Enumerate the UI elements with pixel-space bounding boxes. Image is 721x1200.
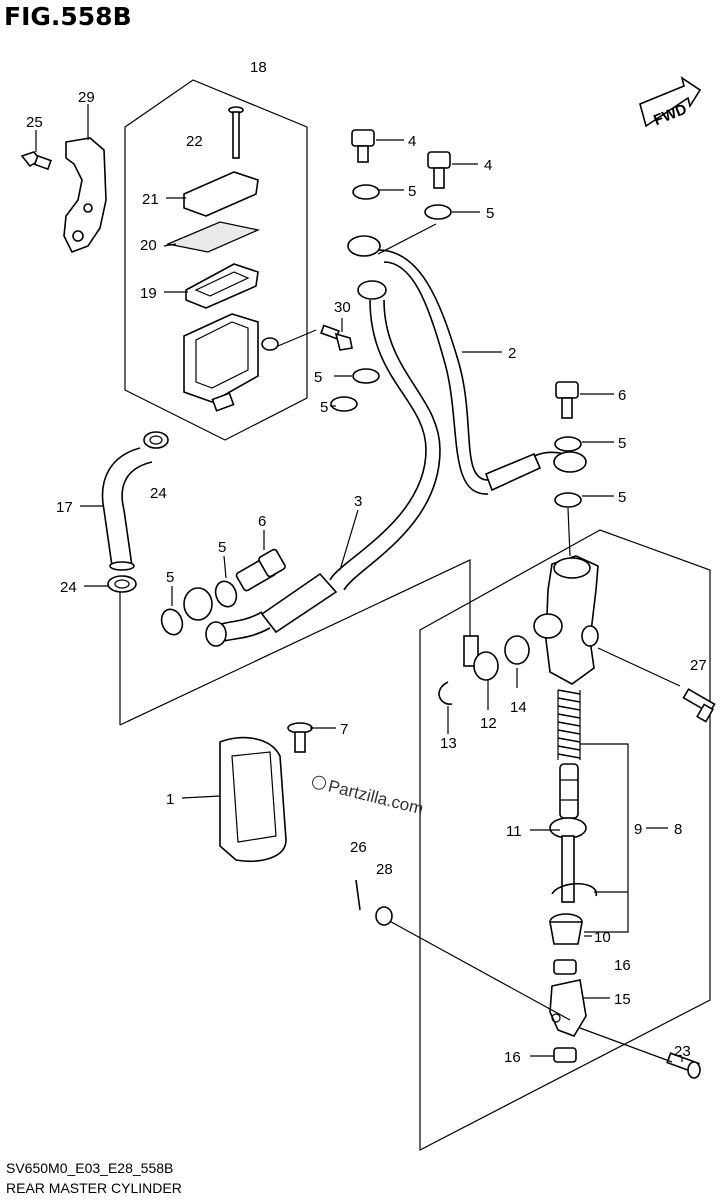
guide-line-1: [119, 559, 471, 726]
leader-lines: [35, 104, 683, 1062]
callout-1: 1: [166, 791, 174, 808]
callout-4b: 4: [484, 157, 492, 174]
washer-icon: [375, 906, 393, 926]
bolt-icon: [320, 324, 353, 351]
reservoir-body-icon: [183, 313, 279, 412]
callout-21: 21: [142, 191, 159, 208]
callout-10: 10: [594, 929, 611, 946]
callout-29: 29: [78, 89, 95, 106]
washer-icon: [214, 580, 238, 608]
reservoir-hose-icon: [101, 447, 153, 571]
callout-8: 8: [674, 821, 682, 838]
callout-25: 25: [26, 114, 43, 131]
screw-icon: [287, 722, 313, 753]
banjo-bolt-icon: [427, 151, 451, 189]
callout-14: 14: [510, 699, 527, 716]
callout-20: 20: [140, 237, 157, 254]
reservoir-cap-icon: [183, 171, 259, 217]
callout-5f: 5: [618, 489, 626, 506]
callout-5d: 5: [320, 399, 328, 416]
hose-clamp-icon: [107, 575, 137, 593]
fwd-arrow-icon: FWD: [639, 76, 702, 129]
callout-4a: 4: [408, 133, 416, 150]
callout-17: 17: [56, 499, 73, 516]
bolt-icon: [20, 151, 52, 171]
spring-icon: [557, 689, 581, 760]
copyright-icon: [310, 774, 328, 792]
drawing-code: SV650M0_E03_E28_558B: [6, 1160, 174, 1176]
callout-7: 7: [340, 721, 348, 738]
washer-icon: [352, 184, 380, 200]
callout-5e: 5: [618, 435, 626, 452]
callout-15: 15: [614, 991, 631, 1008]
clevis-icon: [549, 979, 587, 1037]
circlip-icon: [438, 681, 453, 705]
cotter-pin-icon: [355, 879, 361, 911]
pin-icon: [666, 1052, 701, 1079]
diaphragm-icon: [185, 263, 259, 309]
screw-icon: [228, 106, 244, 159]
nut-icon: [553, 1047, 577, 1063]
banjo-bolt-icon: [555, 381, 579, 419]
callout-24a: 24: [150, 485, 167, 502]
callout-16a: 16: [614, 957, 631, 974]
banjo-bolt-icon: [351, 129, 375, 163]
cap-plate-icon: [165, 221, 261, 253]
figure-name: REAR MASTER CYLINDER: [6, 1180, 182, 1196]
callout-9: 9: [634, 821, 642, 838]
piston-icon: [559, 763, 579, 819]
callout-28: 28: [376, 861, 393, 878]
callout-3: 3: [354, 493, 362, 510]
o-ring-icon: [504, 635, 530, 665]
callout-22: 22: [186, 133, 203, 150]
callout-18: 18: [250, 59, 267, 76]
callout-23: 23: [674, 1043, 691, 1060]
brake-hose-2-icon: [347, 235, 587, 495]
bolt-icon: [682, 688, 716, 723]
callout-26: 26: [350, 839, 367, 856]
callout-5h: 5: [166, 569, 174, 586]
callout-5b: 5: [486, 205, 494, 222]
washer-icon: [330, 396, 358, 412]
reservoir-kit-outline: [124, 79, 308, 441]
washer-icon: [554, 492, 582, 508]
callout-27: 27: [690, 657, 707, 674]
master-cylinder-icon: [533, 555, 599, 685]
boot-icon: [549, 913, 583, 945]
bracket-icon: [63, 137, 107, 254]
nut-icon: [553, 959, 577, 975]
figure-title: FIG.558B: [4, 2, 132, 31]
callout-5g: 5: [218, 539, 226, 556]
washer-icon: [160, 608, 184, 636]
washer-icon: [352, 368, 380, 384]
callout-2: 2: [508, 345, 516, 362]
washer-icon: [554, 436, 582, 452]
callout-13: 13: [440, 735, 457, 752]
cover-icon: [219, 736, 287, 862]
callout-16b: 16: [504, 1049, 521, 1066]
callout-5c: 5: [314, 369, 322, 386]
hose-fitting-icon: [183, 587, 213, 621]
callout-19: 19: [140, 285, 157, 302]
washer-icon: [424, 204, 452, 220]
callout-30: 30: [334, 299, 351, 316]
banjo-bolt-icon: [235, 548, 286, 592]
callout-24b: 24: [60, 579, 77, 596]
callout-6b: 6: [258, 513, 266, 530]
callout-6a: 6: [618, 387, 626, 404]
hose-joint-icon: [463, 635, 499, 681]
callout-11: 11: [506, 823, 522, 840]
callout-5a: 5: [408, 183, 416, 200]
hose-clamp-icon: [143, 431, 169, 449]
callout-12: 12: [480, 715, 497, 732]
brake-hose-3-icon: [205, 280, 441, 647]
